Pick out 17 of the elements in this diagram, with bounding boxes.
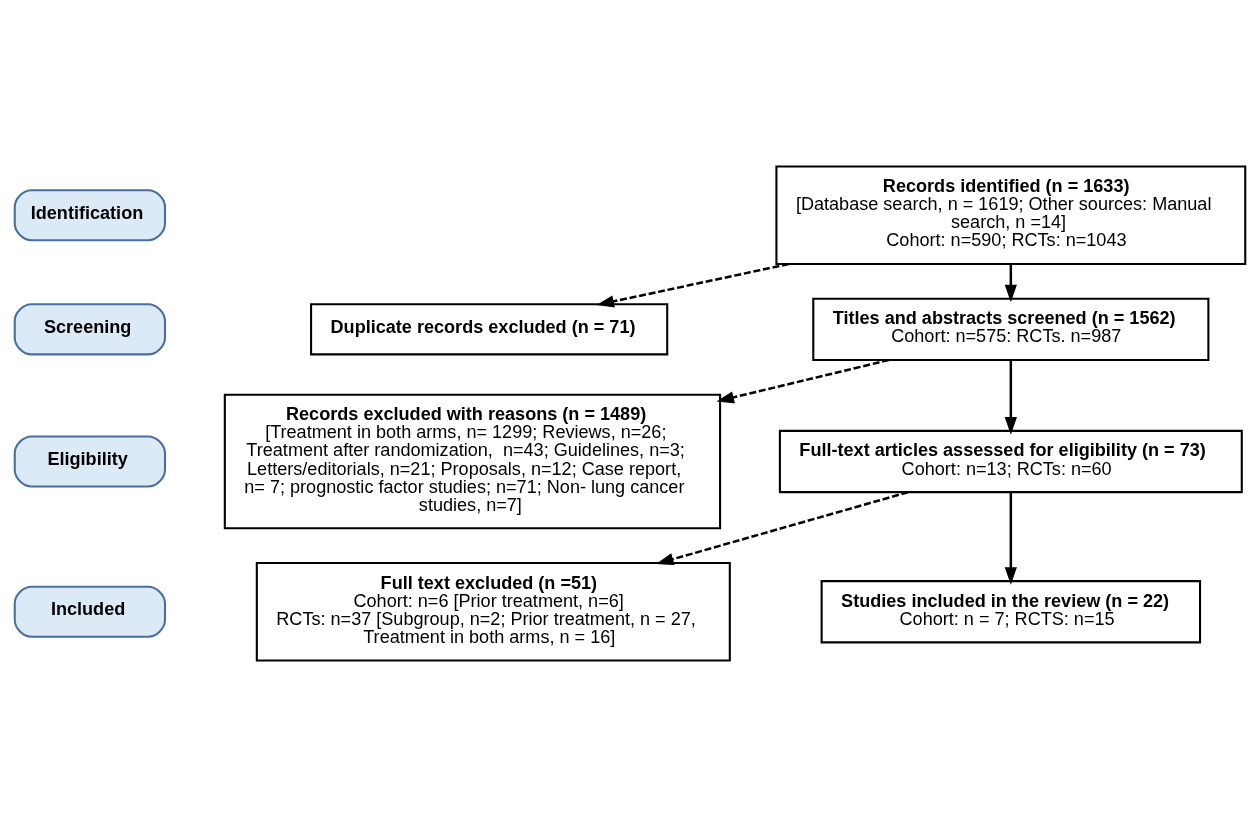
arrow — [596, 262, 790, 308]
node-box: Screening — [13, 303, 167, 356]
node-box: Identification — [13, 189, 167, 242]
arrow — [716, 358, 889, 404]
node-box: Included — [13, 585, 167, 638]
arrow — [1004, 360, 1017, 435]
node-box: Duplicate records excluded (n = 71) — [310, 303, 669, 356]
node-box: Records identified (n = 1633) [Database search, n = 1619; Other sources: Manual search, n =14] Cohort: n=590; RCTs: n=1043 — [775, 165, 1247, 265]
node-box: Full text excluded (n =51) Cohort: n=6 [Prior treatment, n=6] RCTs: n=37 [Subgroup, n=2; Prior treatment, n = 27, Treatment in both arms, n = 16] — [255, 562, 731, 662]
arrow — [1004, 264, 1017, 303]
node-box: Records excluded with reasons (n = 1489) [Treatment in both arms, n= 1299; Reviews, n=26; Treatment after randomization, n=43; Guidelines, n=3; Letters/editorials, n=21; Proposals, n=12; Case report, n= 7; prognostic factor studies; n=71; Non- lung cancer studies, n=7] — [223, 393, 722, 530]
node-box: Studies included in the review (n = 22) Cohort: n = 7; RCTS: n=15 — [820, 580, 1202, 644]
arrow — [1004, 492, 1017, 585]
node-box: Full-text articles assessed for eligibility (n = 73) Cohort: n=13; RCTs: n=60 — [778, 429, 1243, 494]
node-box: Eligibility — [13, 435, 167, 488]
node-box: Titles and abstracts screened (n = 1562) Cohort: n=575: RCTs. n=987 — [812, 297, 1210, 361]
arrow — [656, 491, 909, 566]
